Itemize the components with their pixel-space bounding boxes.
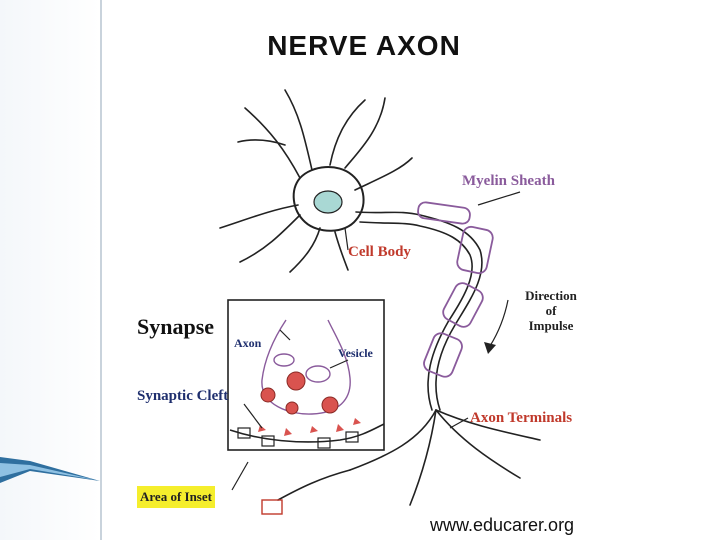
terminals-pointer — [449, 417, 469, 429]
dendrite — [244, 107, 301, 179]
postsynaptic-membrane — [229, 423, 385, 443]
dendrite — [334, 231, 349, 271]
vesicle — [260, 387, 276, 403]
vesicle — [285, 401, 299, 415]
myelin-segment — [442, 282, 484, 328]
watermark: www.educarer.org — [430, 515, 575, 535]
vesicle — [286, 371, 306, 391]
myelin-sheath-label: Myelin Sheath — [462, 173, 555, 189]
page-title: NERVE AXON — [267, 30, 461, 61]
vesicle — [321, 396, 339, 414]
inset-vesicle-outline — [305, 365, 331, 383]
myelin-pointer — [477, 191, 521, 206]
cell-body — [292, 166, 365, 232]
myelin-segment — [456, 225, 494, 275]
inset-vesicle-label: Vesicle — [338, 346, 373, 360]
impulse-direction-arrow — [489, 299, 509, 347]
receptor — [317, 437, 331, 449]
myelin-segment — [423, 332, 463, 378]
cell-body-pointer — [344, 227, 349, 251]
neurotransmitter — [353, 418, 361, 425]
receptor — [345, 431, 359, 443]
synapse-title: Synapse — [137, 314, 215, 339]
receptor — [237, 427, 251, 439]
inset-vesicle-pointer — [329, 359, 349, 369]
slide-left-strip — [0, 0, 100, 540]
dendrite — [344, 97, 386, 169]
synapse-inset-frame — [227, 299, 385, 451]
dendrite — [354, 157, 413, 191]
neurotransmitter — [336, 424, 344, 432]
inset-vesicle-outline — [273, 353, 295, 367]
area-of-inset-label: Area of Inset — [137, 486, 215, 508]
dendrite — [329, 99, 366, 166]
slide-frame-edge — [100, 0, 102, 540]
axon-shaft — [359, 221, 473, 411]
direction-line-2: of — [545, 303, 557, 318]
inset-axon-bulb — [261, 319, 351, 415]
direction-of-impulse-label: Direction of Impulse — [516, 288, 586, 333]
direction-line-1: Direction — [525, 288, 577, 303]
inset-axon-label: Axon — [234, 336, 262, 350]
axon-terminal — [277, 469, 351, 501]
synaptic-cleft-label: Synaptic Cleft — [137, 388, 229, 404]
inset-axon-pointer — [279, 329, 291, 341]
axon-terminal — [349, 409, 437, 471]
axon-terminals-label: Axon Terminals — [470, 410, 573, 426]
dendrite — [289, 227, 321, 273]
receptor — [261, 435, 275, 447]
area-of-inset-marker — [261, 499, 283, 515]
neurotransmitter — [258, 425, 266, 432]
cell-body-label: Cell Body — [348, 244, 411, 260]
impulse-arrowhead — [484, 342, 496, 354]
axon-terminal — [409, 409, 437, 506]
neurotransmitter — [284, 428, 292, 436]
neurotransmitter — [310, 426, 318, 433]
dendrite — [219, 204, 299, 229]
area-inset-pointer — [231, 461, 249, 491]
myelin-segment — [417, 201, 471, 225]
dendrite — [237, 139, 286, 146]
direction-line-3: Impulse — [528, 318, 574, 333]
nucleus — [313, 190, 343, 214]
slide-accent-arrow-icon — [0, 457, 100, 483]
axon-terminal — [435, 409, 521, 479]
dendrite — [239, 214, 301, 263]
synaptic-cleft-pointer — [243, 403, 263, 429]
axon-terminal — [435, 409, 541, 441]
axon-shaft — [355, 211, 483, 411]
dendrite — [284, 89, 313, 171]
